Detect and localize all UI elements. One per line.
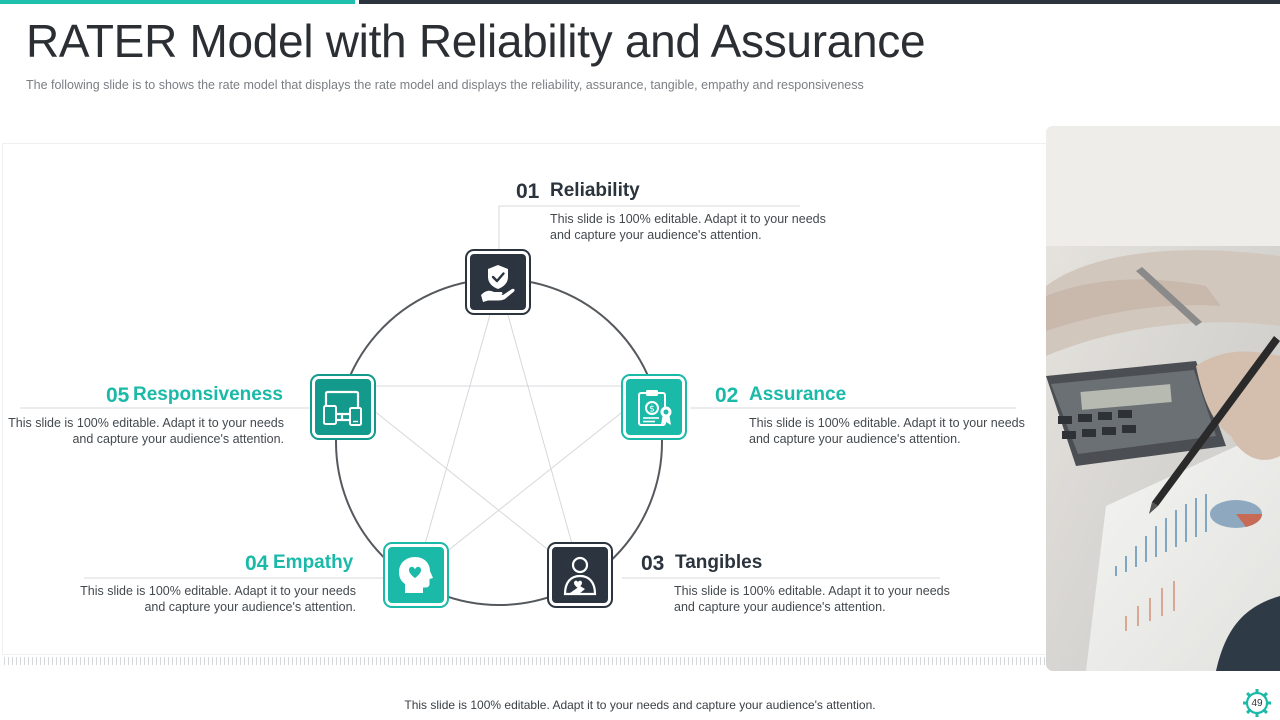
reliability-description: This slide is 100% editable. Adapt it to…: [550, 212, 826, 242]
devices-icon: [323, 390, 362, 426]
slide-title: RATER Model with Reliability and Assuran…: [26, 15, 926, 67]
responsiveness-title: Responsiveness: [133, 384, 283, 405]
person-hand-heart-icon: [563, 556, 597, 596]
reliability-node: [467, 251, 529, 313]
shield-hand-icon: [481, 265, 515, 302]
empathy-description: This slide is 100% editable. Adapt it to…: [80, 584, 356, 614]
assurance-description: This slide is 100% editable. Adapt it to…: [749, 416, 1025, 446]
empathy-node: [385, 544, 447, 606]
empathy-title: Empathy: [273, 552, 354, 573]
slide-subtitle: The following slide is to shows the rate…: [26, 78, 864, 92]
top-accent-bar-dark: [359, 0, 1280, 4]
assurance-node: $: [623, 376, 685, 438]
tangibles-number: 03: [641, 552, 665, 575]
reliability-title: Reliability: [550, 180, 640, 201]
assurance-title: Assurance: [749, 384, 847, 405]
responsiveness-number: 05: [106, 384, 130, 407]
tangibles-title: Tangibles: [675, 552, 763, 573]
business-analysis-photo: [1046, 126, 1280, 671]
reliability-number: 01: [516, 180, 540, 203]
certificate-clipboard-icon: $: [638, 390, 672, 426]
tangibles-node: [549, 544, 611, 606]
head-heart-icon: [399, 557, 433, 593]
pentagram-lines: [342, 282, 656, 577]
assurance-number: 02: [715, 384, 739, 407]
responsiveness-description: This slide is 100% editable. Adapt it to…: [8, 416, 284, 446]
tangibles-description: This slide is 100% editable. Adapt it to…: [674, 584, 950, 614]
decorative-tick-strip: [4, 657, 1046, 665]
rater-diagram: [20, 205, 1016, 606]
content-panel: [2, 143, 1047, 655]
gear-icon: [1243, 689, 1271, 717]
empathy-number: 04: [245, 552, 269, 575]
top-accent-bar-teal: [0, 0, 355, 4]
page-number: 49: [1251, 697, 1263, 709]
footer-note: This slide is 100% editable. Adapt it to…: [404, 698, 876, 712]
responsiveness-node: [312, 376, 374, 438]
svg-text:$: $: [649, 405, 655, 415]
connector-lines: [20, 205, 1016, 579]
